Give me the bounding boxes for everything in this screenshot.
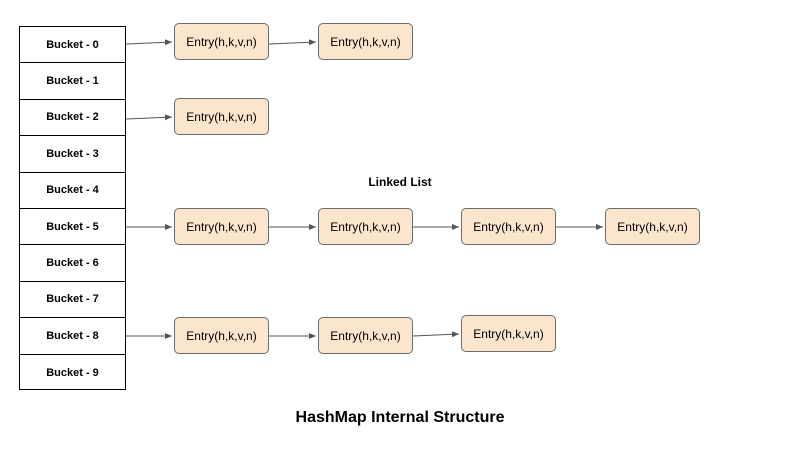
linked-list-label: Linked List: [368, 175, 432, 189]
bucket-cell: Bucket - 1: [20, 63, 125, 100]
entry-node: Entry(h,k,v,n): [461, 208, 556, 245]
entry-node: Entry(h,k,v,n): [174, 317, 269, 354]
bucket-array: Bucket - 0 Bucket - 1 Bucket - 2 Bucket …: [19, 26, 126, 390]
diagram-caption: HashMap Internal Structure: [295, 409, 505, 426]
entry-node: Entry(h,k,v,n): [318, 23, 413, 60]
bucket-cell: Bucket - 5: [20, 209, 125, 246]
bucket-cell: Bucket - 9: [46, 366, 99, 379]
entry-node: Entry(h,k,v,n): [174, 23, 269, 60]
bucket-cell: Bucket - 4: [20, 173, 125, 209]
arrow-bucket0-to-entry: [125, 39, 173, 46]
entry-node: Entry(h,k,v,n): [461, 315, 556, 352]
arrow-entry-to-entry: [268, 39, 317, 46]
arrow-entry-to-entry: [412, 331, 460, 338]
bucket-cell: Bucket - 6: [20, 245, 125, 282]
bucket-cell: Bucket - 3: [20, 136, 125, 173]
entry-node: Entry(h,k,v,n): [174, 208, 269, 245]
bucket-cell: Bucket - 7: [20, 282, 125, 319]
bucket-cell: Bucket - 8: [20, 318, 125, 355]
entry-node: Entry(h,k,v,n): [318, 208, 413, 245]
bucket-cell: Bucket - 0: [20, 27, 125, 64]
entry-node: Entry(h,k,v,n): [605, 208, 700, 245]
bucket-cell: Bucket - 2: [20, 100, 125, 137]
entry-node: Entry(h,k,v,n): [318, 317, 413, 354]
arrow-bucket2-to-entry: [125, 114, 173, 121]
entry-node: Entry(h,k,v,n): [174, 98, 269, 135]
